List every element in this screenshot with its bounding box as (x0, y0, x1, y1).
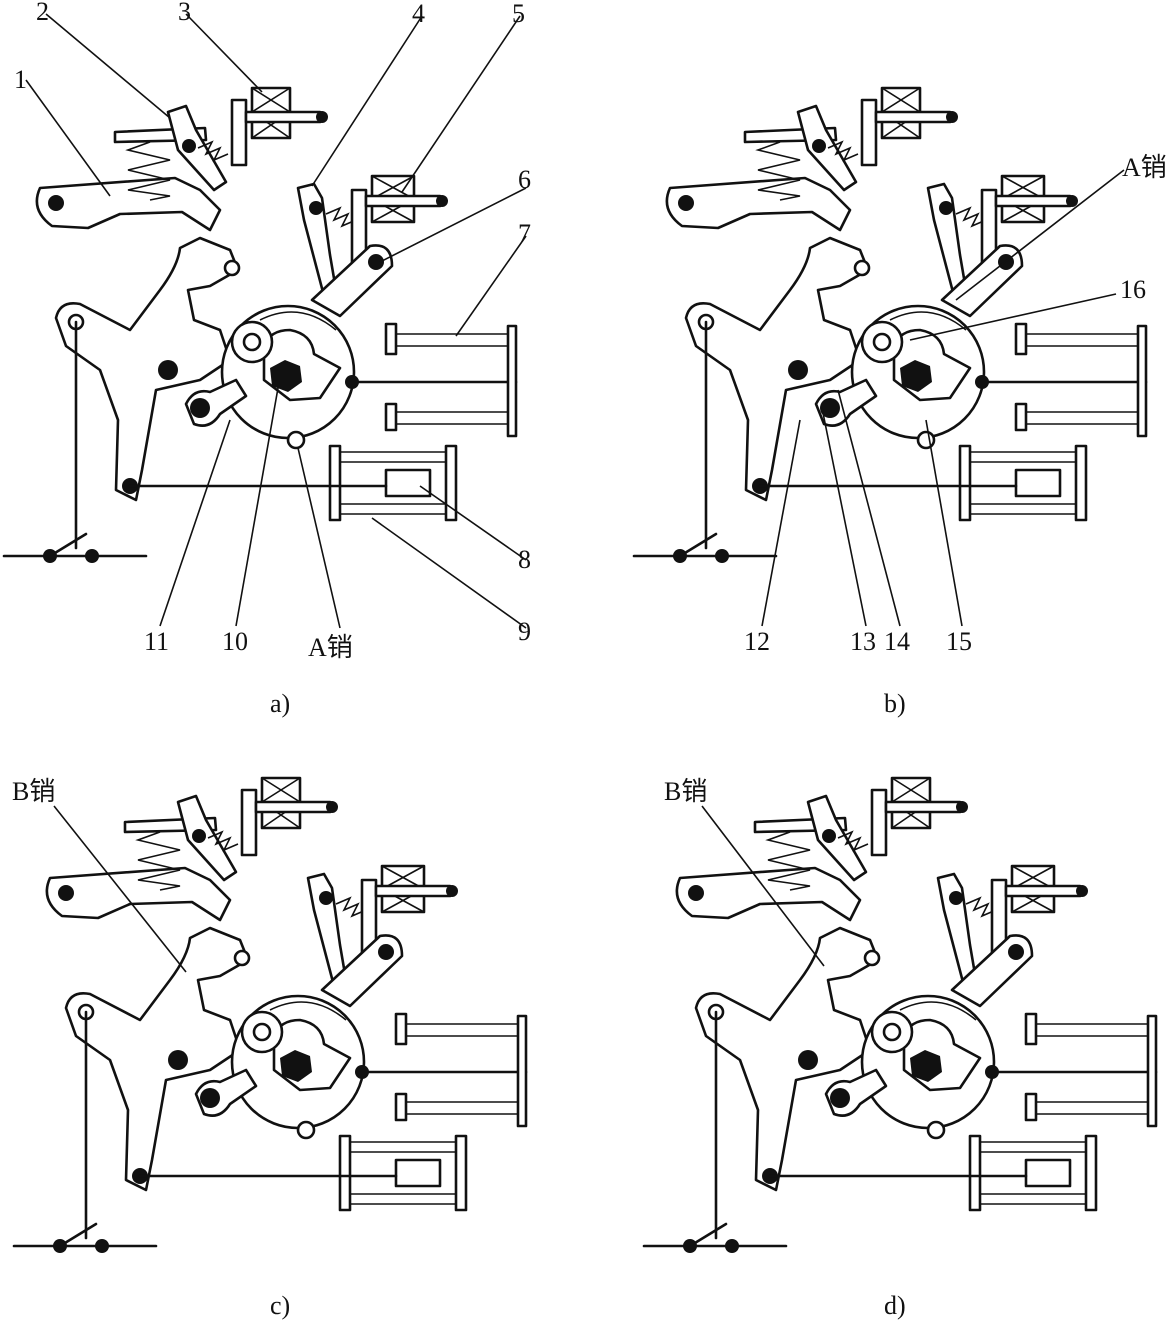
label-d-pin-b: B销 (664, 777, 707, 806)
label-a-10: 10 (222, 627, 248, 656)
label-b-12: 12 (744, 627, 770, 656)
label-c-pin-b: B销 (12, 777, 55, 806)
panel-d: B销 d) (642, 776, 1158, 1320)
label-a-6: 6 (518, 165, 531, 194)
label-a-8: 8 (518, 545, 531, 574)
panel-a: 2 3 4 5 1 6 7 8 9 11 10 A销 a) (2, 0, 531, 718)
label-b-13: 13 (850, 627, 876, 656)
label-a-3: 3 (178, 0, 191, 26)
label-a-9: 9 (518, 617, 531, 646)
label-a-5: 5 (512, 0, 525, 28)
label-b-14: 14 (884, 627, 910, 656)
label-b-pin-a: A销 (1122, 153, 1167, 182)
label-a-2: 2 (36, 0, 49, 26)
label-b-15: 15 (946, 627, 972, 656)
caption-c: c) (270, 1291, 290, 1320)
label-a-4: 4 (412, 0, 425, 28)
caption-d: d) (884, 1291, 906, 1320)
caption-b: b) (884, 689, 906, 718)
label-a-1: 1 (14, 65, 27, 94)
caption-a: a) (270, 689, 290, 718)
label-a-7: 7 (518, 219, 531, 248)
label-a-11: 11 (144, 627, 169, 656)
label-a-pin-a: A销 (308, 633, 353, 662)
panel-c: B销 c) (12, 776, 528, 1320)
panel-b: A销 16 12 13 14 15 b) (632, 86, 1167, 718)
label-b-16: 16 (1120, 275, 1146, 304)
